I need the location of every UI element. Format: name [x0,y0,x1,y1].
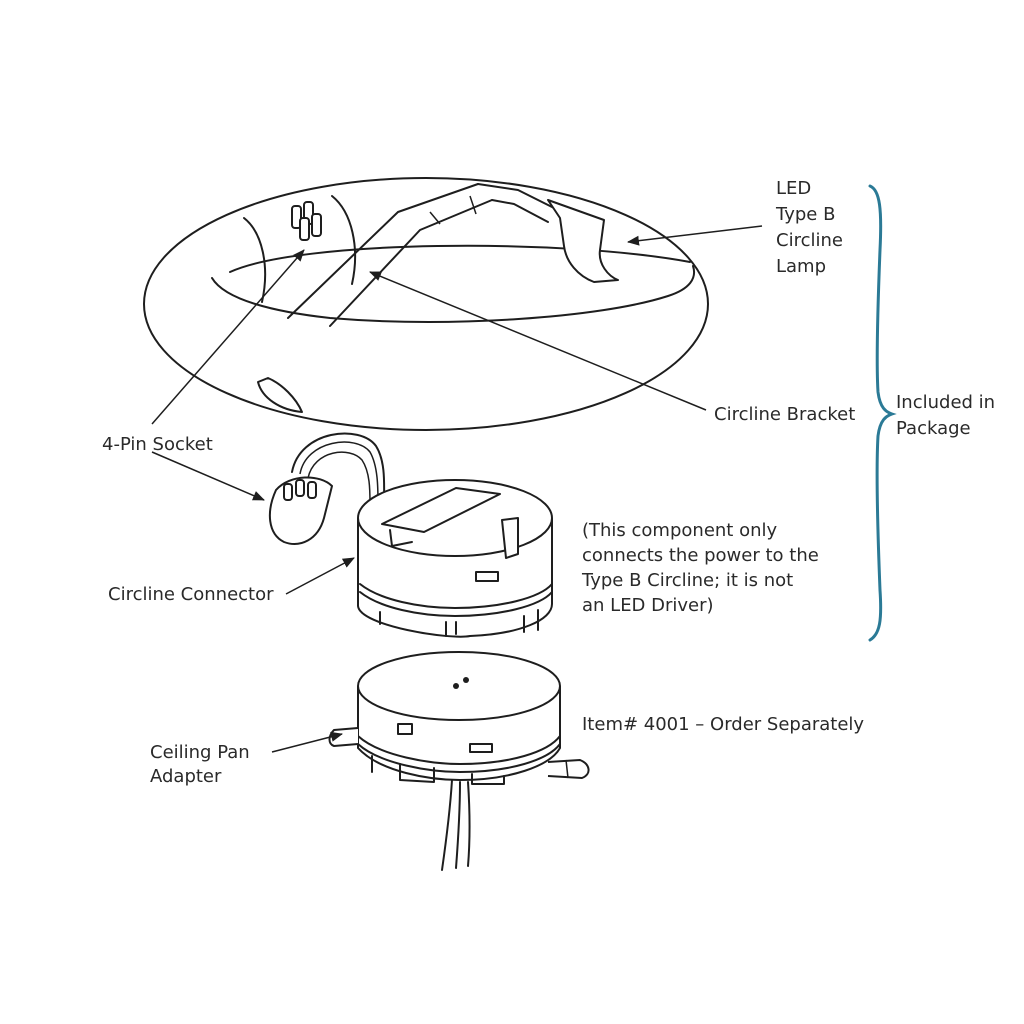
leader-socket-loose [151,451,265,501]
leader-bracket [369,271,707,411]
connector-band [359,583,553,609]
bracket-arm-right-outer [477,183,563,213]
svg-text:Adapter: Adapter [150,766,222,787]
svg-text:connects the power to the: connects the power to the [582,545,819,566]
bracket-clip-right [547,199,619,283]
label-lamp: LED Type B Circline Lamp [775,178,843,277]
svg-text:Type B Circline; it is not: Type B Circline; it is not [581,570,793,591]
adapter-band [357,735,561,765]
svg-text:an LED Driver): an LED Driver) [582,595,714,616]
bracket-arm-front [287,183,479,319]
adapter-tab-right [547,759,590,779]
lamp-clip-front [257,377,303,413]
svg-text:LED: LED [776,178,811,199]
adapter-window [397,723,413,735]
leader-adapter [271,731,343,753]
lamp-inner-edge [229,244,691,273]
lamp-outer-edge [143,177,709,431]
label-included: Included in Package [896,392,995,439]
lamp-end-segment-left [243,217,267,303]
ceiling-pan-adapter [328,651,590,871]
lamp-inner-lower-edge [211,265,695,323]
svg-text:Ceiling Pan: Ceiling Pan [150,742,250,763]
leader-lamp [627,225,763,246]
socket-wires [291,432,386,505]
svg-text:Included in: Included in [896,392,995,413]
circline-lamp [143,177,709,431]
svg-text:Type B: Type B [775,204,835,225]
connector-top-slot [381,487,501,533]
adapter-base-blocks [371,755,505,785]
adapter-wires [441,779,471,871]
leader-socket-lamp [151,249,305,425]
bracket-clip-left [429,211,441,225]
svg-text:Package: Package [896,418,971,439]
four-pin-socket [268,432,386,545]
label-note: (This component only connects the power … [581,520,819,616]
lamp-socket-pins [291,201,322,241]
label-socket: 4-Pin Socket [102,434,213,455]
bracket-clip-mid [469,195,477,215]
leader-connector [285,557,355,595]
circline-bracket [287,183,619,327]
bracket-arm-back [329,199,493,327]
connector-clip [501,517,519,559]
svg-text:Lamp: Lamp [776,256,826,277]
connector-legs [379,609,539,637]
svg-text:(This component only: (This component only [582,520,778,541]
bracket-arm-right-inner [491,199,549,223]
label-item: Item# 4001 – Order Separately [582,714,864,735]
label-bracket: Circline Bracket [714,404,855,425]
label-adapter: Ceiling Pan Adapter [150,742,250,787]
svg-text:Circline: Circline [776,230,843,251]
label-connector: Circline Connector [108,584,274,605]
circline-connector [357,479,553,638]
package-brace [868,184,897,642]
adapter-tab-left [328,727,359,747]
lamp-end-segment-right [331,195,356,285]
connector-window [475,571,499,582]
